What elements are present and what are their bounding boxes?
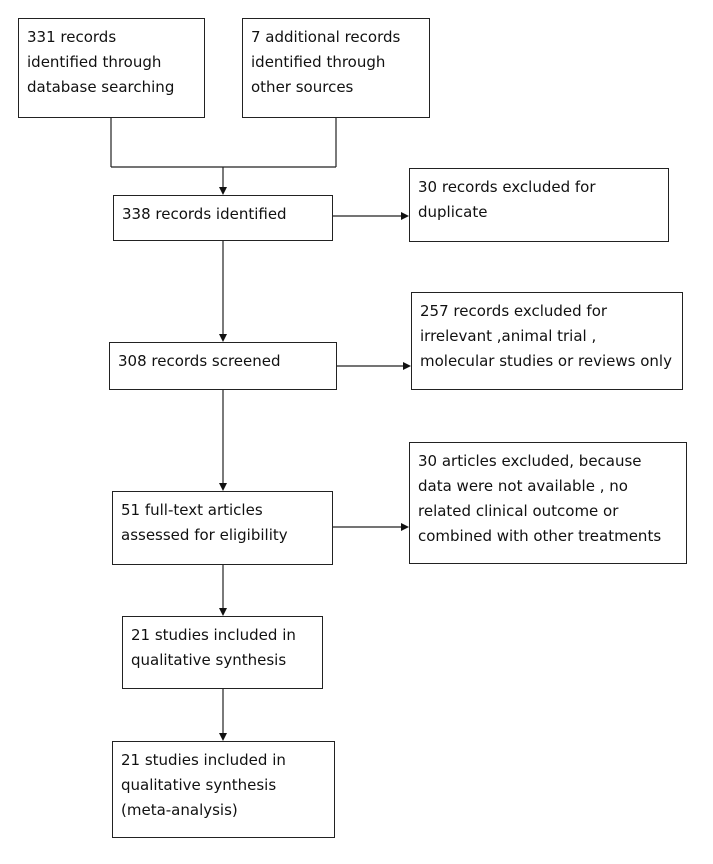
box-excluded-irrelevant: 257 records excluded for irrelevant ,ani… bbox=[411, 292, 683, 390]
arrowhead-identified bbox=[219, 187, 227, 195]
box-additional-records: 7 additional records identified through … bbox=[242, 18, 430, 118]
arrowhead-screened bbox=[219, 334, 227, 342]
arrowhead-duplicate bbox=[401, 212, 409, 220]
box-meta-analysis: 21 studies included in qualitative synth… bbox=[112, 741, 335, 838]
arrowhead-qualitative bbox=[219, 608, 227, 616]
box-fulltext-assessed: 51 full-text articles assessed for eligi… bbox=[112, 491, 333, 565]
box-excluded-duplicate: 30 records excluded for duplicate bbox=[409, 168, 669, 242]
box-records-identified: 338 records identified bbox=[113, 195, 333, 241]
arrowhead-articles-excluded bbox=[401, 523, 409, 531]
box-articles-excluded: 30 articles excluded, because data were … bbox=[409, 442, 687, 564]
box-qualitative-synthesis: 21 studies included in qualitative synth… bbox=[122, 616, 323, 689]
box-database-records: 331 records identified through database … bbox=[18, 18, 205, 118]
arrowhead-fulltext bbox=[219, 483, 227, 491]
box-records-screened: 308 records screened bbox=[109, 342, 337, 390]
arrowhead-irrelevant bbox=[403, 362, 411, 370]
arrowhead-meta bbox=[219, 733, 227, 741]
